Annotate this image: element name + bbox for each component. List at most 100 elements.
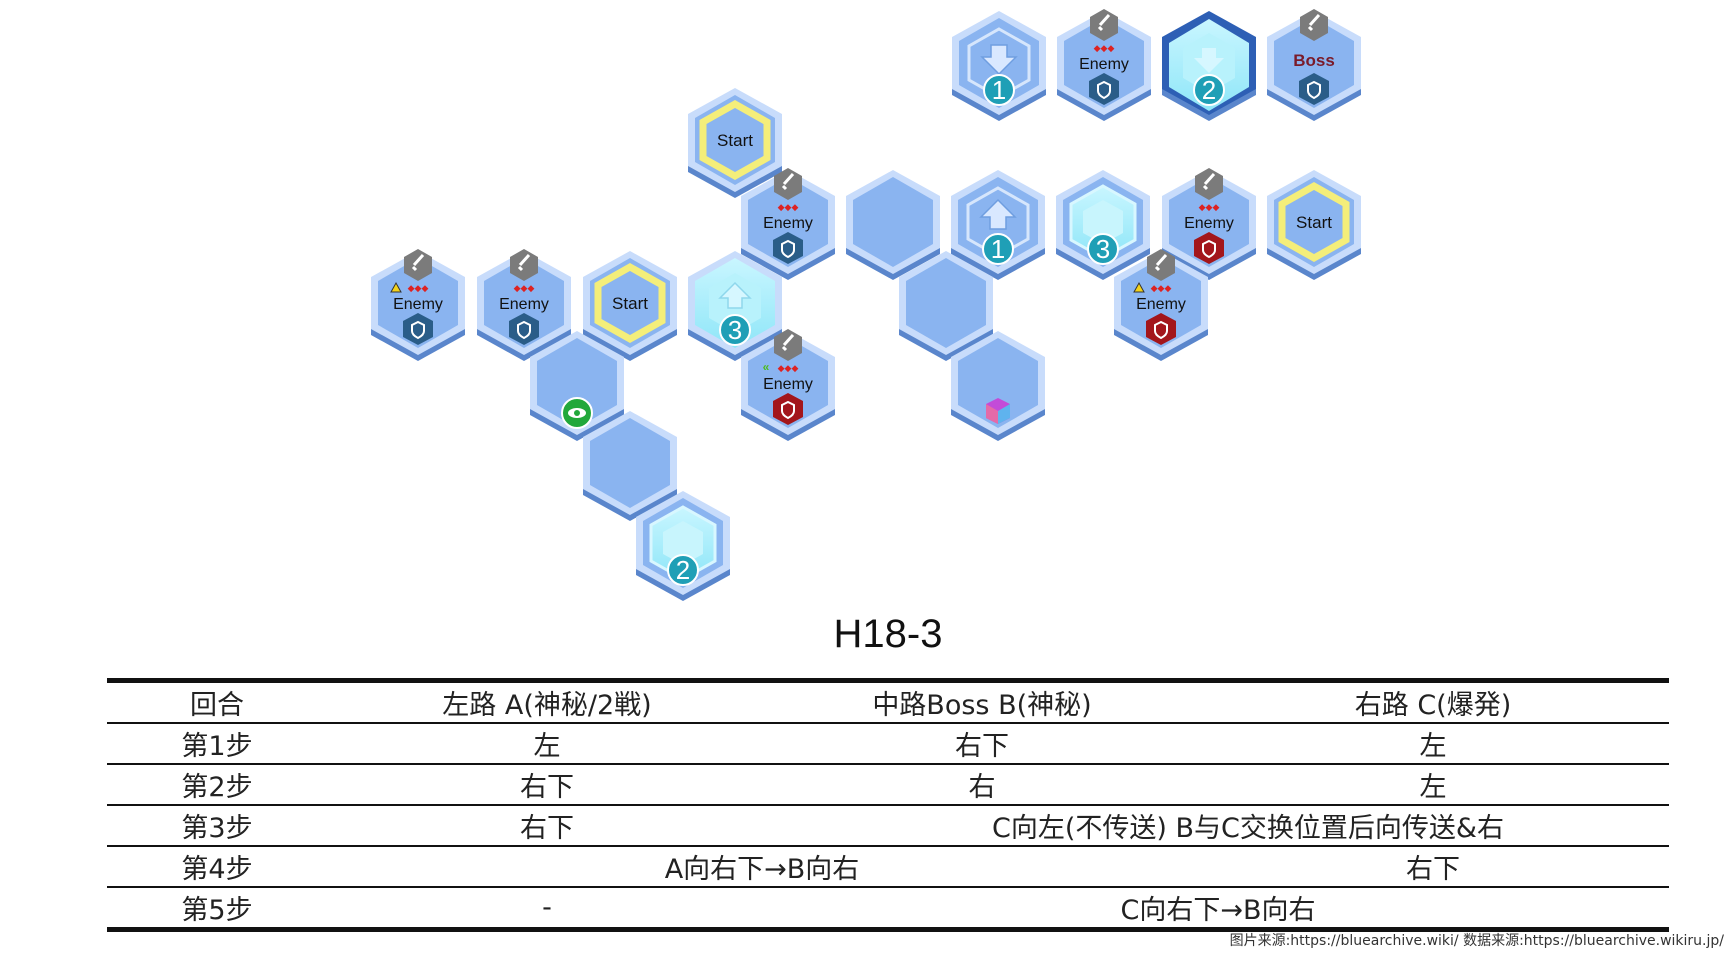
tile-enemy-lower[interactable]: « ◆◆◆ Enemy xyxy=(741,329,835,441)
tile-start-left[interactable]: Start xyxy=(583,251,677,361)
table-header-row: 回合 左路 A(神秘/2戦) 中路Boss B(神秘) 右路 C(爆発) xyxy=(107,680,1669,723)
left-cell: - xyxy=(542,892,552,923)
svg-text:Enemy: Enemy xyxy=(1184,215,1234,232)
svg-text:Enemy: Enemy xyxy=(763,215,813,232)
tile-boss[interactable]: Boss xyxy=(1267,9,1361,121)
tile-start-right[interactable]: Start xyxy=(1267,170,1361,280)
tile-top-1[interactable]: 1 xyxy=(952,11,1046,121)
warning-icon xyxy=(1133,281,1145,293)
route-table: 回合 左路 A(神秘/2戦) 中路Boss B(神秘) 右路 C(爆発) 第1步… xyxy=(107,678,1669,932)
shield-icon xyxy=(403,313,433,345)
sword-icon xyxy=(404,249,432,281)
svg-text:1: 1 xyxy=(991,234,1005,264)
header-round: 回合 xyxy=(190,690,244,721)
tile-up-1[interactable]: 1 xyxy=(951,170,1045,280)
mid-cell: 右下 xyxy=(955,731,1009,762)
tile-top-2[interactable]: 2 xyxy=(1162,11,1256,121)
table-row: 第3步 右下 C向左(不传送) B与C交换位置后向传送&右 xyxy=(107,805,1669,846)
right-cell: 左 xyxy=(1419,772,1447,803)
tile-start-top[interactable]: Start xyxy=(688,88,782,198)
source-credit: 图片来源:https://bluearchive.wiki/ 数据来源:http… xyxy=(1229,933,1724,949)
sword-icon xyxy=(510,249,538,281)
tile-enemy-left[interactable]: ◆◆◆ Enemy xyxy=(371,249,465,361)
svg-text:Enemy: Enemy xyxy=(763,376,813,393)
right-cell: 右下 xyxy=(1406,854,1460,885)
tile-enemy-right2[interactable]: ◆◆◆ Enemy xyxy=(1114,249,1208,361)
tile-enemy-left2[interactable]: ◆◆◆ Enemy xyxy=(477,249,571,361)
arrow-up-icon xyxy=(979,198,1017,230)
step-label: 第4步 xyxy=(181,854,253,885)
svg-text:Enemy: Enemy xyxy=(1136,296,1186,313)
right-cell: 左 xyxy=(1419,731,1447,762)
sword-icon xyxy=(774,168,802,200)
svg-text:◆◆◆: ◆◆◆ xyxy=(778,202,799,212)
hex-map: 1 ◆◆◆ Enemy 2 Boss Start xyxy=(371,9,1361,601)
stage-title: H18-3 xyxy=(833,612,943,656)
sword-icon xyxy=(1195,168,1223,200)
shield-icon xyxy=(1194,232,1224,264)
sword-icon xyxy=(1090,9,1118,41)
mid-cell: 右 xyxy=(968,772,996,803)
sword-icon xyxy=(1147,249,1175,281)
svg-text:◆◆◆: ◆◆◆ xyxy=(1151,283,1172,293)
svg-text:3: 3 xyxy=(1096,234,1110,264)
left-cell: 右下 xyxy=(520,772,574,803)
svg-text:◆◆◆: ◆◆◆ xyxy=(1094,43,1115,53)
svg-text:Enemy: Enemy xyxy=(499,296,549,313)
tile-enemy-right[interactable]: ◆◆◆ Enemy xyxy=(1162,168,1256,280)
step-label: 第2步 xyxy=(181,772,253,803)
svg-text:2: 2 xyxy=(1202,75,1216,105)
shield-icon xyxy=(773,393,803,425)
table-row: 第5步 - C向右下→B向右 xyxy=(107,887,1669,930)
arrow-down-icon xyxy=(1194,48,1224,73)
step-label: 第1步 xyxy=(181,731,253,762)
svg-text:Boss: Boss xyxy=(1293,51,1335,70)
svg-text:Enemy: Enemy xyxy=(393,296,443,313)
svg-text:Start: Start xyxy=(1296,213,1332,232)
left-cell: 左 xyxy=(533,731,561,762)
header-right: 右路 C(爆発) xyxy=(1354,690,1512,721)
sword-icon xyxy=(774,329,802,361)
svg-text:◆◆◆: ◆◆◆ xyxy=(514,283,535,293)
warning-icon xyxy=(390,281,402,293)
shield-icon xyxy=(1089,73,1119,105)
step-label: 第3步 xyxy=(181,813,253,844)
table-row: 第2步 右下 右 左 xyxy=(107,764,1669,805)
tile-plain-a[interactable] xyxy=(846,170,940,280)
svg-text:◆◆◆: ◆◆◆ xyxy=(1199,202,1220,212)
tile-portal-2-bottom[interactable]: 2 xyxy=(636,491,730,601)
svg-text:Enemy: Enemy xyxy=(1079,56,1129,73)
table-row: 第1步 左 右下 左 xyxy=(107,723,1669,764)
speed-icon: « xyxy=(763,360,770,374)
svg-text:◆◆◆: ◆◆◆ xyxy=(408,283,429,293)
tile-enemy-mid[interactable]: ◆◆◆ Enemy xyxy=(741,168,835,280)
tile-up-3[interactable]: 3 xyxy=(688,251,782,361)
tile-plain-b[interactable] xyxy=(899,251,993,361)
arrow-down-icon xyxy=(980,44,1018,76)
svg-text:◆◆◆: ◆◆◆ xyxy=(778,363,799,373)
header-mid: 中路Boss B(神秘) xyxy=(872,690,1092,721)
svg-text:1: 1 xyxy=(992,75,1006,105)
header-left: 左路 A(神秘/2戦) xyxy=(442,690,652,721)
merged-cell: C向右下→B向右 xyxy=(1120,895,1316,926)
tile-plain-c[interactable] xyxy=(583,411,677,521)
tile-plain-cube[interactable] xyxy=(951,331,1045,441)
svg-text:2: 2 xyxy=(676,555,690,585)
left-cell: 右下 xyxy=(520,813,574,844)
shield-icon xyxy=(1299,73,1329,105)
merged-cell: A向右下→B向右 xyxy=(664,854,860,885)
tile-portal-3-right[interactable]: 3 xyxy=(1056,170,1150,280)
tile-top-enemy[interactable]: ◆◆◆ Enemy xyxy=(1057,9,1151,121)
sword-icon xyxy=(1300,9,1328,41)
shield-icon xyxy=(1146,313,1176,345)
tile-plain-eye[interactable] xyxy=(530,331,624,441)
merged-cell: C向左(不传送) B与C交换位置后向传送&右 xyxy=(992,813,1504,844)
shield-icon xyxy=(509,313,539,345)
svg-text:Start: Start xyxy=(717,131,753,150)
arrow-up-icon xyxy=(718,281,752,309)
table-row: 第4步 A向右下→B向右 右下 xyxy=(107,846,1669,887)
shield-icon xyxy=(773,232,803,264)
step-label: 第5步 xyxy=(181,895,253,926)
svg-text:3: 3 xyxy=(728,315,742,345)
svg-text:Start: Start xyxy=(612,294,648,313)
